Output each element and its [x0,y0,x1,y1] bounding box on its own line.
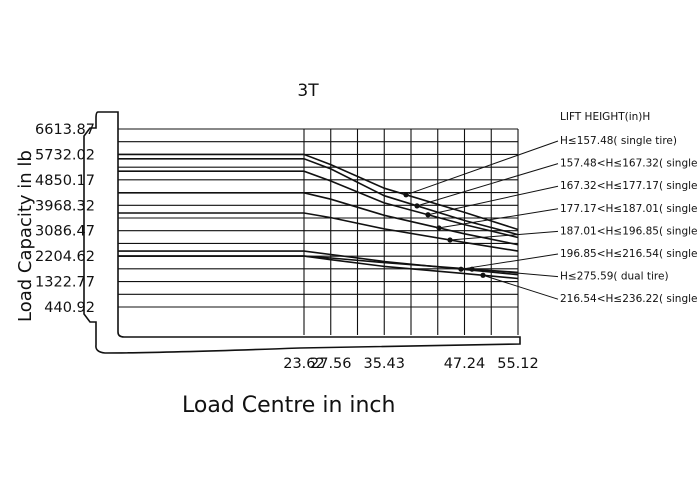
series-layer [118,153,519,280]
x-tick-label: 35.43 [363,356,405,372]
x-tick-label: 55.12 [497,356,539,372]
y-tick-label: 3086.47 [35,224,95,240]
series-line [118,170,519,239]
legend-leader-line [449,230,559,241]
y-tick-label: 2204.62 [35,249,95,265]
legend-leader-line [438,208,559,229]
x-axis-label: Load Centre in inch [182,393,395,418]
legend-leader-line [460,253,559,270]
y-tick-label: 1322.77 [35,275,95,291]
legend: H≤157.48( single tire) 157.48<H≤167.32( s… [405,135,700,305]
legend-entry: 177.17<H≤187.01( single tire) [560,203,700,215]
series-line [118,153,519,231]
legend-leader-line [405,140,559,196]
legend-leader-line [482,274,559,300]
series-line [118,250,519,276]
x-tick-label: 23.62 [283,356,325,372]
y-tick-label: 5732.02 [35,147,95,163]
legend-entry: 157.48<H≤167.32( single tire) [560,158,700,170]
legend-title: LIFT HEIGHT(in)H [560,111,650,123]
forklift-fork-outline [83,111,521,354]
legend-entry: 216.54<H≤236.22( single tire) [560,293,700,305]
legend-entry: H≤275.59( dual tire) [560,271,669,283]
legend-entry: H≤157.48( single tire) [560,135,677,147]
x-tick-label: 27.56 [310,356,352,372]
y-tick-label: 440.92 [44,300,95,316]
chart-title: 3T [297,81,319,101]
series-line [118,192,519,246]
legend-leader-line [416,163,559,207]
legend-entry: 187.01<H≤196.85( single tire) [560,225,700,237]
y-tick-label: 3968.32 [35,198,95,214]
series-line [118,255,519,280]
legend-entry: 167.32<H≤177.17( single tire) [560,180,700,192]
legend-leader-line [471,268,559,278]
legend-leader-line [427,185,559,216]
series-line [118,212,519,252]
legend-entry: 196.85<H≤216.54( single tire) [560,248,700,260]
y-tick-labels: 6613.87 5732.02 4850.17 3968.32 3086.47 2204.… [35,122,95,316]
y-tick-label: 4850.17 [35,173,95,189]
x-tick-label: 47.24 [444,356,486,372]
y-axis-label: Load Capacity in lb [15,150,36,322]
y-tick-label: 6613.87 [35,122,95,138]
